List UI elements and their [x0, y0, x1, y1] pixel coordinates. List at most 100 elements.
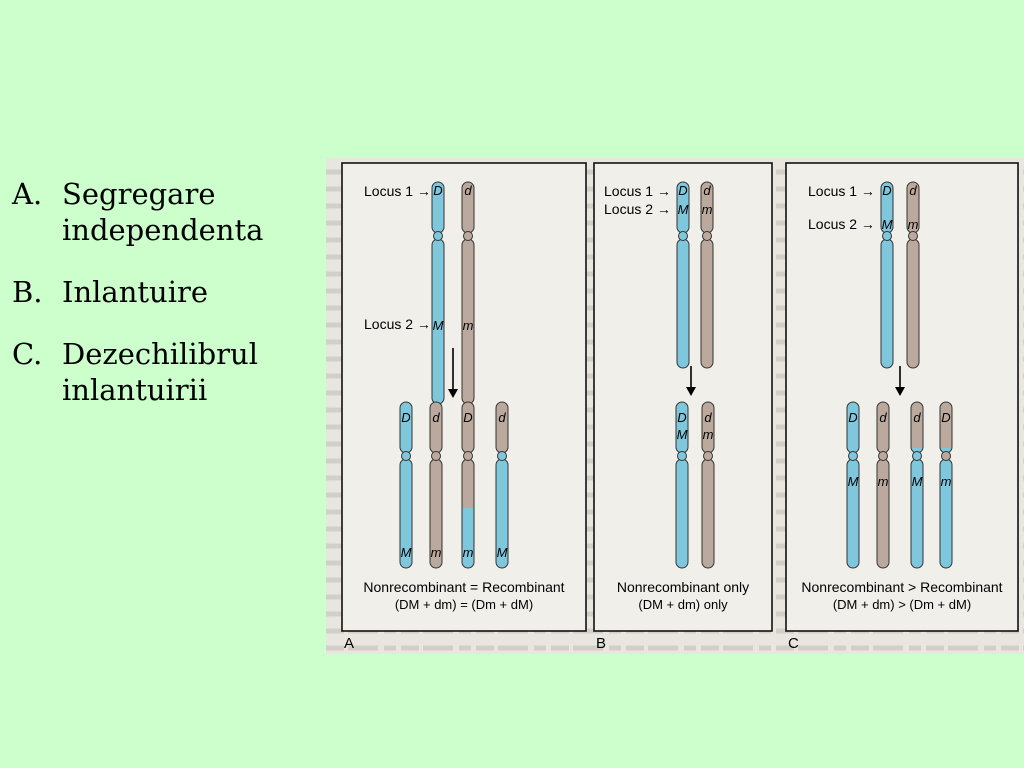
allele-d: d	[432, 410, 440, 425]
allele-M: M	[433, 318, 444, 333]
centromere	[848, 451, 858, 461]
chromosome	[676, 181, 690, 369]
allele-D: D	[678, 183, 687, 198]
panel-letter-C: C	[788, 635, 799, 652]
chromosome	[461, 181, 475, 405]
chromosome-body	[400, 402, 412, 568]
chromosome	[431, 181, 445, 405]
chromosome	[675, 401, 689, 569]
chromosome	[910, 401, 924, 569]
centromere	[908, 231, 918, 241]
centromere	[463, 451, 473, 461]
chromosome-body	[907, 182, 919, 368]
chromosome	[399, 401, 413, 569]
locus-1-label: Locus 1 →	[604, 183, 671, 199]
allele-d: d	[703, 183, 711, 198]
chromosome-segment	[940, 448, 952, 568]
chromosome-body	[702, 402, 714, 568]
locus-2-label: Locus 2 →	[604, 201, 671, 217]
centromere	[431, 451, 441, 461]
allele-m: m	[941, 474, 952, 489]
allele-M: M	[497, 545, 508, 560]
arrow-head	[895, 387, 905, 396]
list-item-letter: B.	[12, 275, 43, 309]
locus-1-label: Locus 1 →	[808, 183, 875, 199]
centromere	[677, 451, 687, 461]
list-item: C. Dezechilibrul inlantuirii	[12, 336, 312, 408]
chromosome-body	[676, 402, 688, 568]
allele-D: D	[433, 183, 442, 198]
allele-M: M	[848, 474, 859, 489]
list-item: B. Inlantuire	[12, 274, 312, 310]
chromosome-body	[847, 402, 859, 568]
chromosome-body	[677, 182, 689, 368]
centromere	[882, 231, 892, 241]
centromere	[497, 451, 507, 461]
caption-line-1: Nonrecombinant > Recombinant	[801, 579, 1002, 595]
allele-d: d	[704, 410, 712, 425]
chromosome	[461, 401, 475, 569]
arrow-head	[686, 387, 696, 396]
chromosome	[876, 401, 890, 569]
allele-m: m	[463, 545, 474, 560]
locus-2-label: Locus 2 →	[808, 216, 875, 232]
caption-line-2: (DM + dm) = (Dm + dM)	[395, 597, 533, 612]
caption-line-1: Nonrecombinant = Recombinant	[363, 579, 564, 595]
chromosome-segment	[911, 402, 923, 448]
centromere	[941, 451, 951, 461]
allele-m: m	[702, 202, 713, 217]
chromosome	[880, 181, 894, 369]
allele-M: M	[677, 427, 688, 442]
allele-m: m	[463, 318, 474, 333]
locus-2-label: Locus 2 →	[364, 316, 431, 332]
chromosome-body	[462, 182, 474, 404]
allele-D: D	[463, 410, 472, 425]
list-item-letter: C.	[12, 337, 43, 371]
chromosome	[846, 401, 860, 569]
list-item-letter: A.	[12, 177, 43, 211]
allele-d: d	[464, 183, 472, 198]
caption-line-2: (DM + dm) only	[638, 597, 728, 612]
chromosome-body	[701, 182, 713, 368]
allele-M: M	[912, 474, 923, 489]
centromere	[702, 231, 712, 241]
centromere	[878, 451, 888, 461]
chromosome	[939, 401, 953, 569]
list-item-text: Inlantuire	[62, 275, 209, 309]
panel-frame	[785, 162, 1019, 632]
allele-D: D	[401, 410, 410, 425]
centromere	[678, 231, 688, 241]
allele-d: d	[909, 183, 917, 198]
allele-d: d	[498, 410, 506, 425]
centromere	[912, 451, 922, 461]
allele-d: d	[913, 410, 921, 425]
caption-line-2: (DM + dm) > (Dm + dM)	[833, 597, 971, 612]
list-item-text: Dezechilibrul inlantuirii	[62, 337, 258, 407]
chromosome-body	[430, 402, 442, 568]
centromere	[401, 451, 411, 461]
chromosome	[429, 401, 443, 569]
allele-d: d	[879, 410, 887, 425]
allele-D: D	[848, 410, 857, 425]
allele-D: D	[677, 410, 686, 425]
allele-m: m	[878, 474, 889, 489]
arrow-head	[448, 389, 458, 398]
allele-D: D	[882, 183, 891, 198]
topic-list: A. Segregare independenta B. Inlantuire …	[12, 176, 312, 434]
chromosome	[701, 401, 715, 569]
list-item: A. Segregare independenta	[12, 176, 312, 248]
chromosome-segment	[462, 508, 474, 568]
centromere	[433, 231, 443, 241]
allele-M: M	[678, 202, 689, 217]
allele-m: m	[431, 545, 442, 560]
allele-m: m	[908, 217, 919, 232]
caption-line-1: Nonrecombinant only	[617, 579, 749, 595]
centromere	[703, 451, 713, 461]
allele-m: m	[703, 427, 714, 442]
chromosome	[495, 401, 509, 569]
chromosome	[906, 181, 920, 369]
chromosome-body	[432, 182, 444, 404]
allele-D: D	[941, 410, 950, 425]
